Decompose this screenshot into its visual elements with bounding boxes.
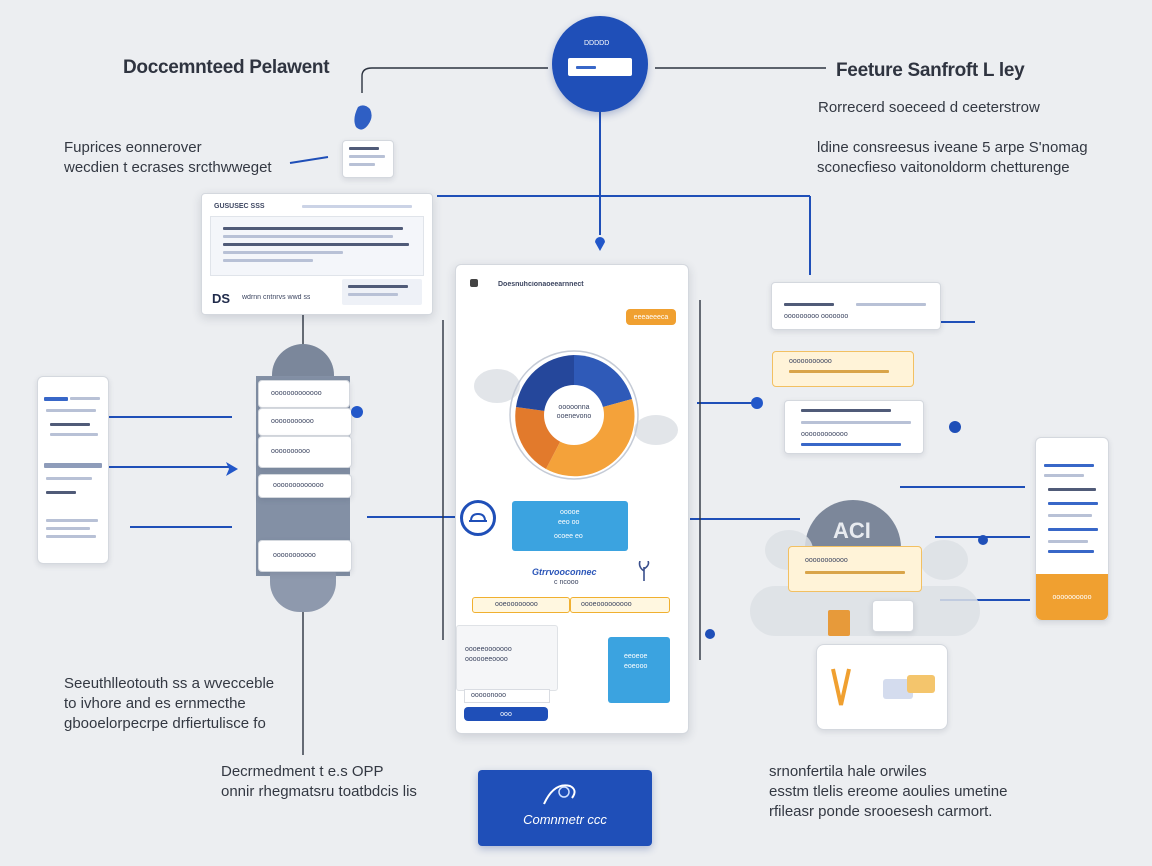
right-card-top[interactable]: ooooooooo ooooooo bbox=[771, 282, 941, 330]
pin-icon-right-mid bbox=[750, 396, 764, 410]
left-card-2[interactable]: ooooooooooo bbox=[258, 408, 352, 436]
top-doc-footer: wdrnn cntnrvs wwd ss bbox=[242, 294, 311, 301]
right-phone[interactable]: oooooooooo bbox=[1035, 437, 1109, 621]
top-doc-logo: DS bbox=[212, 291, 231, 306]
right-app-tile[interactable] bbox=[816, 644, 948, 730]
ghost-cloud-right bbox=[634, 415, 678, 445]
left-card-1[interactable]: ooooooooooooo bbox=[258, 380, 350, 408]
top-doc-header: GUSUSEC SSS bbox=[214, 203, 265, 210]
center-panel-icon bbox=[470, 279, 478, 287]
inner-small: ooooonooo bbox=[464, 689, 550, 703]
left-card-3[interactable]: oooooooooo bbox=[258, 436, 352, 468]
bottom-cta-label: Comnmetr ccc bbox=[523, 812, 607, 827]
app-tile-block-orange bbox=[907, 675, 935, 693]
center-brand-sub: c ncooo bbox=[554, 579, 579, 586]
center-blue-tile[interactable]: eeoeoe eoeooo bbox=[608, 637, 670, 703]
top-badge[interactable]: DDDDD bbox=[552, 16, 648, 112]
app-tile-block bbox=[883, 679, 913, 699]
top-doc-mini bbox=[342, 279, 422, 305]
center-brand: Gtrrvooconnec bbox=[532, 567, 597, 577]
right-ghost-cloud-right bbox=[920, 540, 968, 580]
book-icon bbox=[828, 610, 850, 636]
bottom-cta-icon bbox=[540, 778, 580, 808]
center-panel-header: Doesnuhcionaoeearnnect bbox=[498, 281, 584, 288]
pie-center-label: ooooonna ooenevono bbox=[556, 404, 592, 420]
right-card-mid[interactable]: oooooooooooo bbox=[784, 400, 924, 454]
pin-icon-left-cap bbox=[350, 405, 364, 419]
left-device-base bbox=[270, 568, 336, 612]
pie-chart bbox=[509, 350, 639, 480]
right-title: Feeture Sanfroft L ley bbox=[836, 60, 1025, 81]
caption-bottom-right: srnonfertila hale orwiles esstm tlelis e… bbox=[769, 763, 1008, 820]
left-title: Doccemnteed Pelawent bbox=[123, 57, 330, 78]
left-card-4[interactable]: ooooooooooooo bbox=[258, 474, 352, 498]
left-card-5[interactable]: ooooooooooo bbox=[258, 540, 352, 572]
bottom-cta-button[interactable]: Comnmetr ccc bbox=[478, 770, 652, 846]
right-card-small-orange[interactable]: ooooooooooo bbox=[788, 546, 922, 592]
hand-icon bbox=[352, 103, 376, 135]
caption-bottom-left: Seeuthlleotouth ss a wvecceble to ivhore… bbox=[64, 675, 275, 732]
top-badge-field bbox=[568, 58, 632, 76]
right-phone-button[interactable]: oooooooooo bbox=[1036, 574, 1108, 620]
printer-icon bbox=[872, 600, 914, 632]
right-ghost-base bbox=[750, 586, 980, 636]
top-doc-card[interactable]: GUSUSEC SSS DS wdrnn cntnrvs wwd ss bbox=[201, 193, 433, 315]
pin-icon-center-top bbox=[594, 237, 606, 251]
right-card-orange[interactable]: ooooooooooo bbox=[772, 351, 914, 387]
top-badge-label: DDDDD bbox=[584, 40, 610, 47]
inner-button[interactable]: ooo bbox=[464, 707, 548, 721]
center-panel-tag[interactable]: eeeaeeeca bbox=[626, 309, 676, 325]
v-logo-icon bbox=[831, 665, 851, 709]
caption-top-right-sub: Rorrecerd soeceed d ceeterstrow bbox=[818, 99, 1040, 116]
caption-top-left: Fuprices eonnerover wecdien t ecrases sr… bbox=[64, 139, 272, 176]
top-doc-body bbox=[210, 216, 424, 276]
inner-card[interactable]: oooeeooooooo oooooeeoooo bbox=[456, 625, 558, 691]
caption-bottom-center-left: Decrmedment t e.s OPP onnir rhegmatsru t… bbox=[221, 763, 417, 800]
left-phone[interactable] bbox=[37, 376, 109, 564]
center-blue-card[interactable]: ooooe eeo oo ocoee eo bbox=[512, 501, 628, 551]
note-card[interactable] bbox=[342, 140, 394, 178]
yellow-field-b[interactable]: oooeooooooooo bbox=[570, 597, 670, 613]
plant-icon bbox=[638, 560, 650, 581]
yellow-field-a[interactable]: ooeoooooooo bbox=[472, 597, 570, 613]
cloud-button-icon[interactable] bbox=[460, 500, 496, 536]
center-panel[interactable]: Doesnuhcionaoeearnnect eeeaeeeca ooooonn… bbox=[455, 264, 689, 734]
pin-icon-left bbox=[226, 462, 238, 476]
caption-top-right: ldine consreesus iveane 5 arpe S'nomag s… bbox=[817, 139, 1088, 176]
